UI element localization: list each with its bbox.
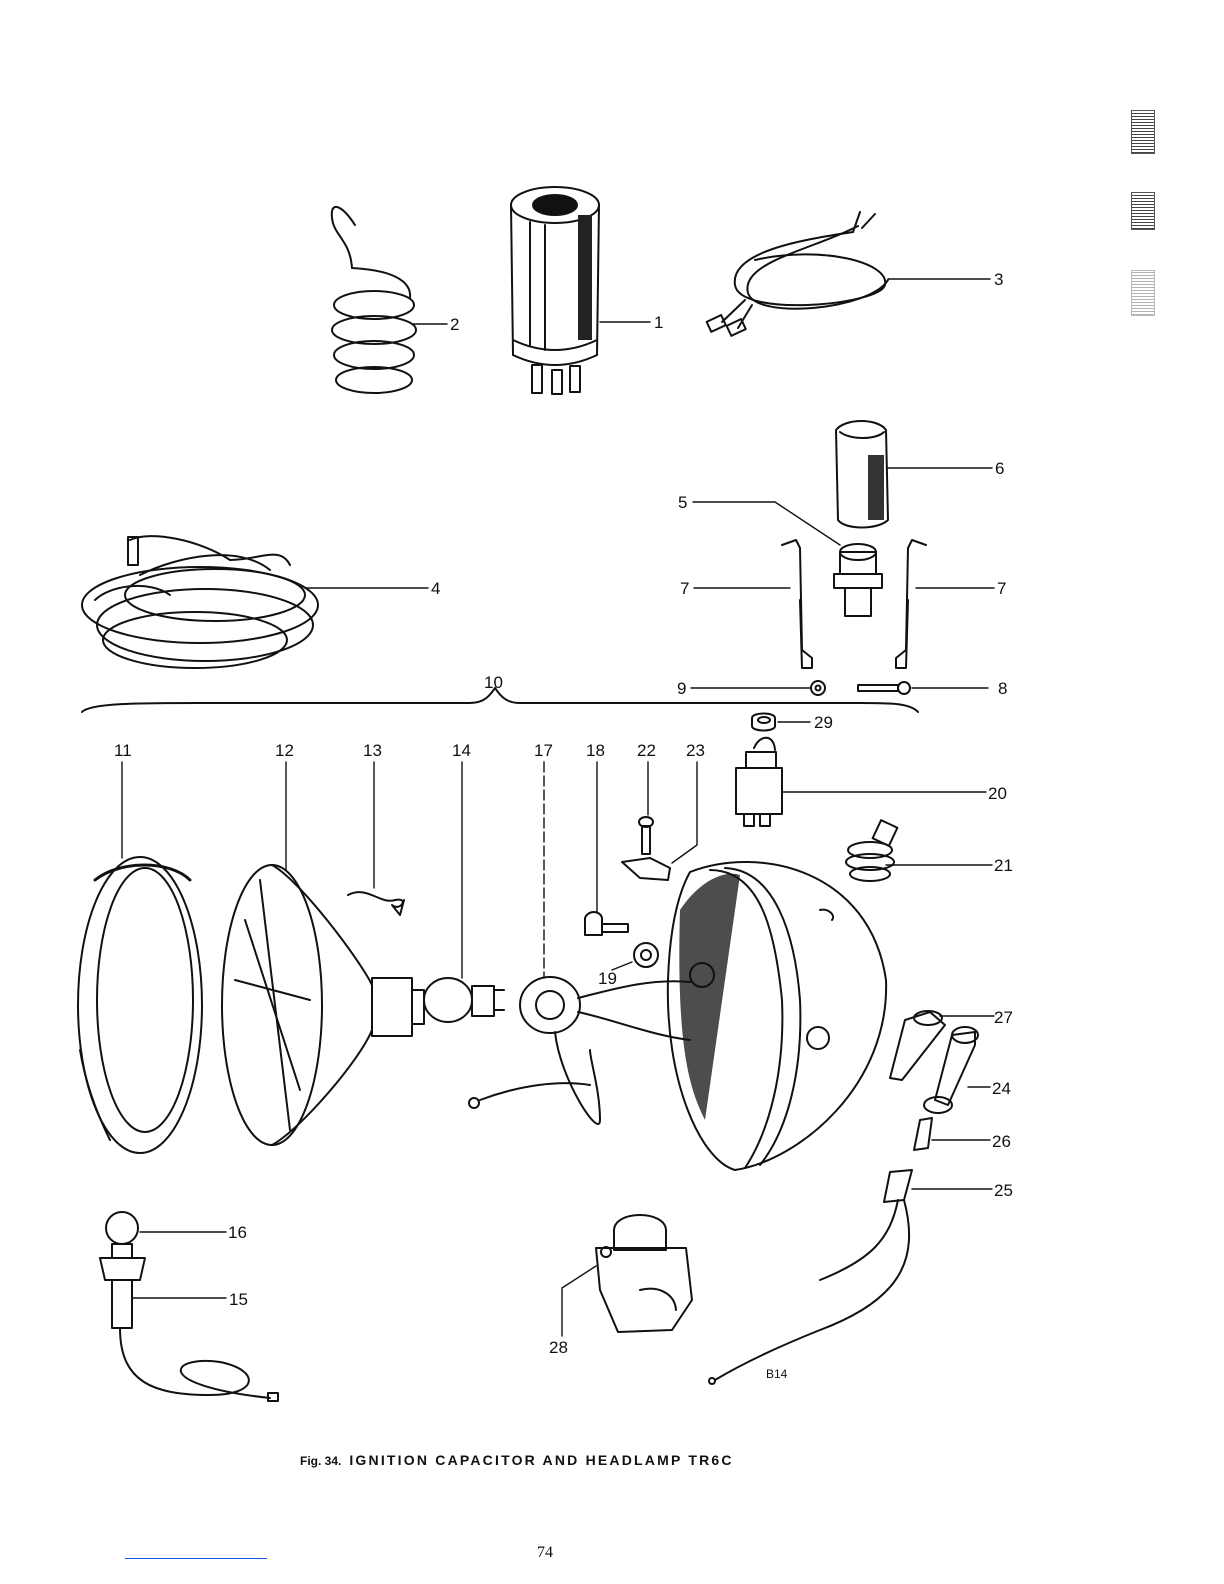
callout-26: 26 [992, 1132, 1011, 1151]
callout-10: 10 [484, 673, 503, 692]
grommet [752, 714, 775, 731]
ignition-capacitor [511, 187, 599, 394]
headlamp-rim [78, 857, 202, 1153]
callout-21: 21 [994, 856, 1013, 875]
scan-edge-mark [1131, 192, 1155, 230]
callout-20: 20 [988, 784, 1007, 803]
headlamp-bulb [424, 978, 504, 1022]
callout-13: 13 [363, 741, 382, 760]
callout-25: 25 [994, 1181, 1013, 1200]
wire-clip [348, 892, 404, 915]
callout-23: 23 [686, 741, 705, 760]
callout-7-right: 7 [997, 579, 1006, 598]
pilot-bulb [106, 1212, 138, 1258]
callout-3: 3 [994, 270, 1003, 289]
callout-1: 1 [654, 313, 663, 332]
wiring-harness [82, 536, 318, 668]
callout-19: 19 [598, 969, 617, 988]
ignition-switch-cover [890, 1011, 945, 1080]
capacitor-lead [707, 212, 888, 336]
bracket-left [782, 540, 812, 668]
footer-link-underline[interactable] [125, 1558, 267, 1559]
drawing-code: B14 [766, 1367, 788, 1381]
callout-9: 9 [677, 679, 686, 698]
callout-4: 4 [431, 579, 440, 598]
callout-6: 6 [995, 459, 1004, 478]
bulb-holder [469, 977, 690, 1124]
pilot-lamp-holder [100, 1258, 278, 1401]
callout-18: 18 [586, 741, 605, 760]
dip-switch [846, 820, 897, 881]
bulb-holder-sleeve [836, 421, 888, 528]
headlamp-shell [668, 862, 886, 1170]
pilot-bulb-holder [834, 544, 882, 616]
adjuster-screw [639, 817, 653, 854]
clamp-plate [622, 858, 670, 880]
callout-8: 8 [998, 679, 1007, 698]
callout-11: 11 [114, 741, 132, 760]
callout-22: 22 [637, 741, 656, 760]
callout-17: 17 [534, 741, 553, 760]
scan-edge-mark [1131, 270, 1155, 316]
switch-sleeve [914, 1118, 932, 1150]
callout-5: 5 [678, 493, 687, 512]
ignition-lead [709, 1170, 912, 1384]
callout-29: 29 [814, 713, 833, 732]
washer [634, 943, 658, 967]
page-number: 74 [537, 1544, 553, 1562]
lighting-switch [736, 738, 782, 826]
figure-title: IGNITION CAPACITOR AND HEADLAMP TR6C [349, 1452, 733, 1468]
capacitor-spring [332, 207, 416, 393]
callout-2: 2 [450, 315, 459, 334]
callout-7-left: 7 [680, 579, 689, 598]
figure-number: Fig. 34. [300, 1454, 341, 1468]
callout-15: 15 [229, 1290, 248, 1309]
callout-14: 14 [452, 741, 471, 760]
horn [596, 1215, 692, 1332]
figure-caption: Fig. 34. IGNITION CAPACITOR AND HEADLAMP … [300, 1452, 940, 1468]
bracket-right [896, 540, 926, 668]
callout-16: 16 [228, 1223, 247, 1242]
nut [811, 681, 825, 695]
callout-28: 28 [549, 1338, 568, 1357]
screw [858, 682, 910, 694]
callout-27: 27 [994, 1008, 1013, 1027]
pilot-screw [585, 912, 628, 935]
callout-12: 12 [275, 741, 294, 760]
scan-edge-mark [1131, 110, 1155, 154]
callout-24: 24 [992, 1079, 1011, 1098]
